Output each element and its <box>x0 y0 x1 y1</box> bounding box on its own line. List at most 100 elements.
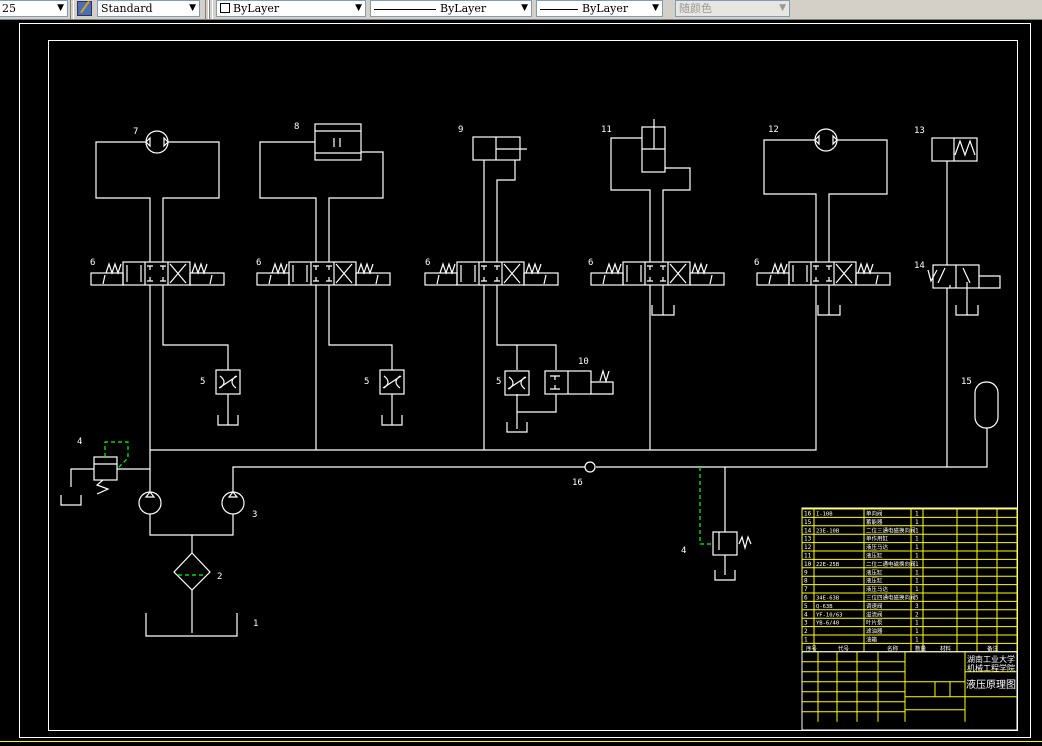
part-code: I-10B <box>816 512 833 518</box>
spring-right-icon <box>191 262 208 275</box>
relief-detail <box>70 463 150 495</box>
parallel-flow-arrow-icon <box>292 265 308 282</box>
cross-flow-arrow-icon <box>503 263 521 284</box>
valve-14-detail <box>927 265 1001 289</box>
part-quantity: 1 <box>915 536 919 543</box>
part-number: 5 <box>804 603 808 610</box>
part-name: 油箱 <box>866 636 878 644</box>
valve-section-divider <box>810 262 835 285</box>
label-14: 14 <box>914 261 925 271</box>
part-name: 二位三通电磁换向阀 <box>866 526 916 534</box>
pump-arrow-icon <box>144 491 156 498</box>
part-number: 12 <box>804 544 812 551</box>
throttle-icon <box>382 375 402 389</box>
linetype-dropdown[interactable]: ByLayer▼ <box>370 0 532 17</box>
part-name: 液压缸 <box>866 568 883 576</box>
lineweight-dropdown[interactable]: 25▼ <box>0 0 68 17</box>
actuator-line-11 <box>610 137 691 262</box>
pressure-line-2 <box>232 466 947 492</box>
valve-body <box>622 261 691 286</box>
chevron-down-icon: ▼ <box>521 3 528 13</box>
actuator-line-8 <box>259 141 384 262</box>
solenoid-left-icon <box>424 272 458 286</box>
solenoid-right-icon <box>689 272 725 286</box>
label-15: 15 <box>961 377 972 387</box>
chevron-down-icon: ▼ <box>189 3 196 13</box>
part-name: 三位四通电磁换向阀 <box>866 594 916 602</box>
label-5-c: 5 <box>496 377 501 387</box>
valve-section-divider <box>644 262 669 285</box>
part-quantity: 1 <box>915 620 919 627</box>
flow-control-valve-icon <box>504 370 530 396</box>
solenoid-left-icon <box>90 272 124 286</box>
plot-style-dropdown[interactable]: 随颜色▼ <box>675 0 790 17</box>
cylinder-8-icon <box>314 123 362 161</box>
valve-body <box>122 261 191 286</box>
part-quantity: 1 <box>915 586 919 593</box>
motor-arrow-icon <box>145 136 169 148</box>
pipe-line <box>946 285 988 468</box>
tank-icon <box>817 305 841 316</box>
solenoid-mark <box>268 274 379 285</box>
part-quantity: 1 <box>915 561 919 568</box>
parallel-flow-arrow-icon <box>126 265 142 282</box>
hydraulic-motor-icon <box>814 128 838 152</box>
spring-right-icon <box>525 262 542 275</box>
part-name: 单作用缸 <box>866 535 889 543</box>
label-11: 11 <box>601 125 612 135</box>
pressure-line <box>149 285 817 492</box>
part-name: 液压缸 <box>866 577 883 585</box>
label-8: 8 <box>294 122 299 132</box>
spring-left-icon <box>105 262 122 275</box>
solenoid-mark <box>102 274 213 285</box>
valve-section-divider <box>144 262 169 285</box>
part-code: 23E-10B <box>816 528 840 534</box>
solenoid-left-icon <box>756 272 790 286</box>
chevron-down-icon: ▼ <box>652 3 659 13</box>
solenoid-mark <box>602 274 713 285</box>
label-13: 13 <box>914 126 925 136</box>
drawing-title: 液压原理图 <box>966 678 1016 691</box>
text-style-dropdown[interactable]: Standard▼ <box>97 0 200 17</box>
color-dropdown[interactable]: ByLayer▼ <box>216 0 366 17</box>
motor-arrow-icon <box>814 134 838 146</box>
drawing-canvas[interactable]: 4 1 2 3 4 5 5 5 6 6 6 6 6 7 8 9 10 11 12… <box>0 19 1042 746</box>
parallel-flow-arrow-icon <box>460 265 476 282</box>
part-quantity: 1 <box>915 569 919 576</box>
toolbar-separator <box>209 0 213 19</box>
tank-icon <box>955 305 979 316</box>
spring-right-icon <box>857 262 874 275</box>
label-6-a: 6 <box>90 258 95 268</box>
part-name: 液压马达 <box>866 585 889 593</box>
part-number: 3 <box>804 620 808 627</box>
blocked-center-icon <box>813 265 832 282</box>
solenoid-mark <box>768 274 879 285</box>
part-quantity: 1 <box>915 511 919 518</box>
throttle-icon <box>218 375 238 389</box>
part-name: 液压缸 <box>866 552 883 560</box>
label-4-right: 4 <box>681 546 686 556</box>
label-5-b: 5 <box>364 377 369 387</box>
piston-rod <box>495 137 527 160</box>
lineweight-select-dropdown[interactable]: ByLayer▼ <box>536 0 663 17</box>
flow-control-valve-icon <box>215 369 241 395</box>
return-line-1 <box>162 285 229 425</box>
throttle-icon <box>507 376 527 390</box>
tank-icon <box>714 570 736 581</box>
text-style-icon[interactable] <box>77 0 92 16</box>
cross-flow-arrow-icon <box>835 263 853 284</box>
pilot-line-relief-left <box>104 441 129 469</box>
part-quantity: 2 <box>915 611 919 618</box>
part-name: 二位二通电磁换向阀 <box>866 560 916 568</box>
color-swatch-icon <box>220 3 230 13</box>
spring-left-icon <box>771 262 788 275</box>
part-name: 蓄能器 <box>866 518 883 526</box>
check-valve-16-icon <box>584 461 596 473</box>
valve-body <box>456 261 525 286</box>
part-number: 13 <box>804 536 812 543</box>
label-9: 9 <box>458 125 463 135</box>
inner-border <box>48 40 1018 731</box>
pump-arrow-icon <box>227 491 239 498</box>
part-number: 4 <box>804 611 808 618</box>
properties-toolbar: 25▼ Standard▼ ByLayer▼ ByLayer▼ ByLayer▼… <box>0 0 1042 20</box>
